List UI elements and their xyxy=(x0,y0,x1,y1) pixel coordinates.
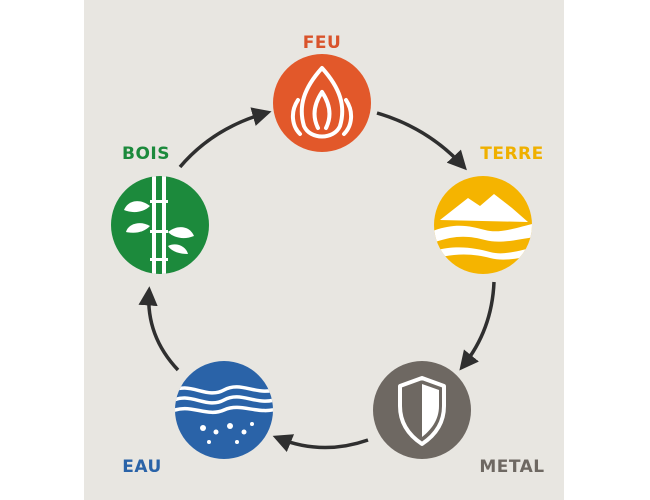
element-wood: BOIS xyxy=(111,144,209,274)
water-label: EAU xyxy=(122,457,162,477)
arrow-fire-to-earth xyxy=(376,111,467,171)
earth-circle xyxy=(434,176,532,274)
shield-icon xyxy=(398,376,446,446)
wood-label: BOIS xyxy=(122,144,170,164)
arrow-wood-to-fire xyxy=(178,107,272,169)
element-water: EAU xyxy=(122,361,273,477)
flame-icon xyxy=(291,66,353,139)
fire-label: FEU xyxy=(303,33,342,53)
arrow-water-to-wood xyxy=(138,286,180,372)
bamboo-icon xyxy=(124,176,194,274)
element-earth: TERRE xyxy=(434,144,544,274)
mountain-icon xyxy=(434,194,532,260)
element-fire: FEU xyxy=(273,33,371,152)
earth-label: TERRE xyxy=(480,144,544,164)
metal-label: METAL xyxy=(479,457,544,477)
arrow-metal-to-water xyxy=(272,434,369,453)
waves-icon xyxy=(175,385,273,444)
element-metal: METAL xyxy=(373,361,544,477)
arrow-earth-to-metal xyxy=(459,281,496,371)
